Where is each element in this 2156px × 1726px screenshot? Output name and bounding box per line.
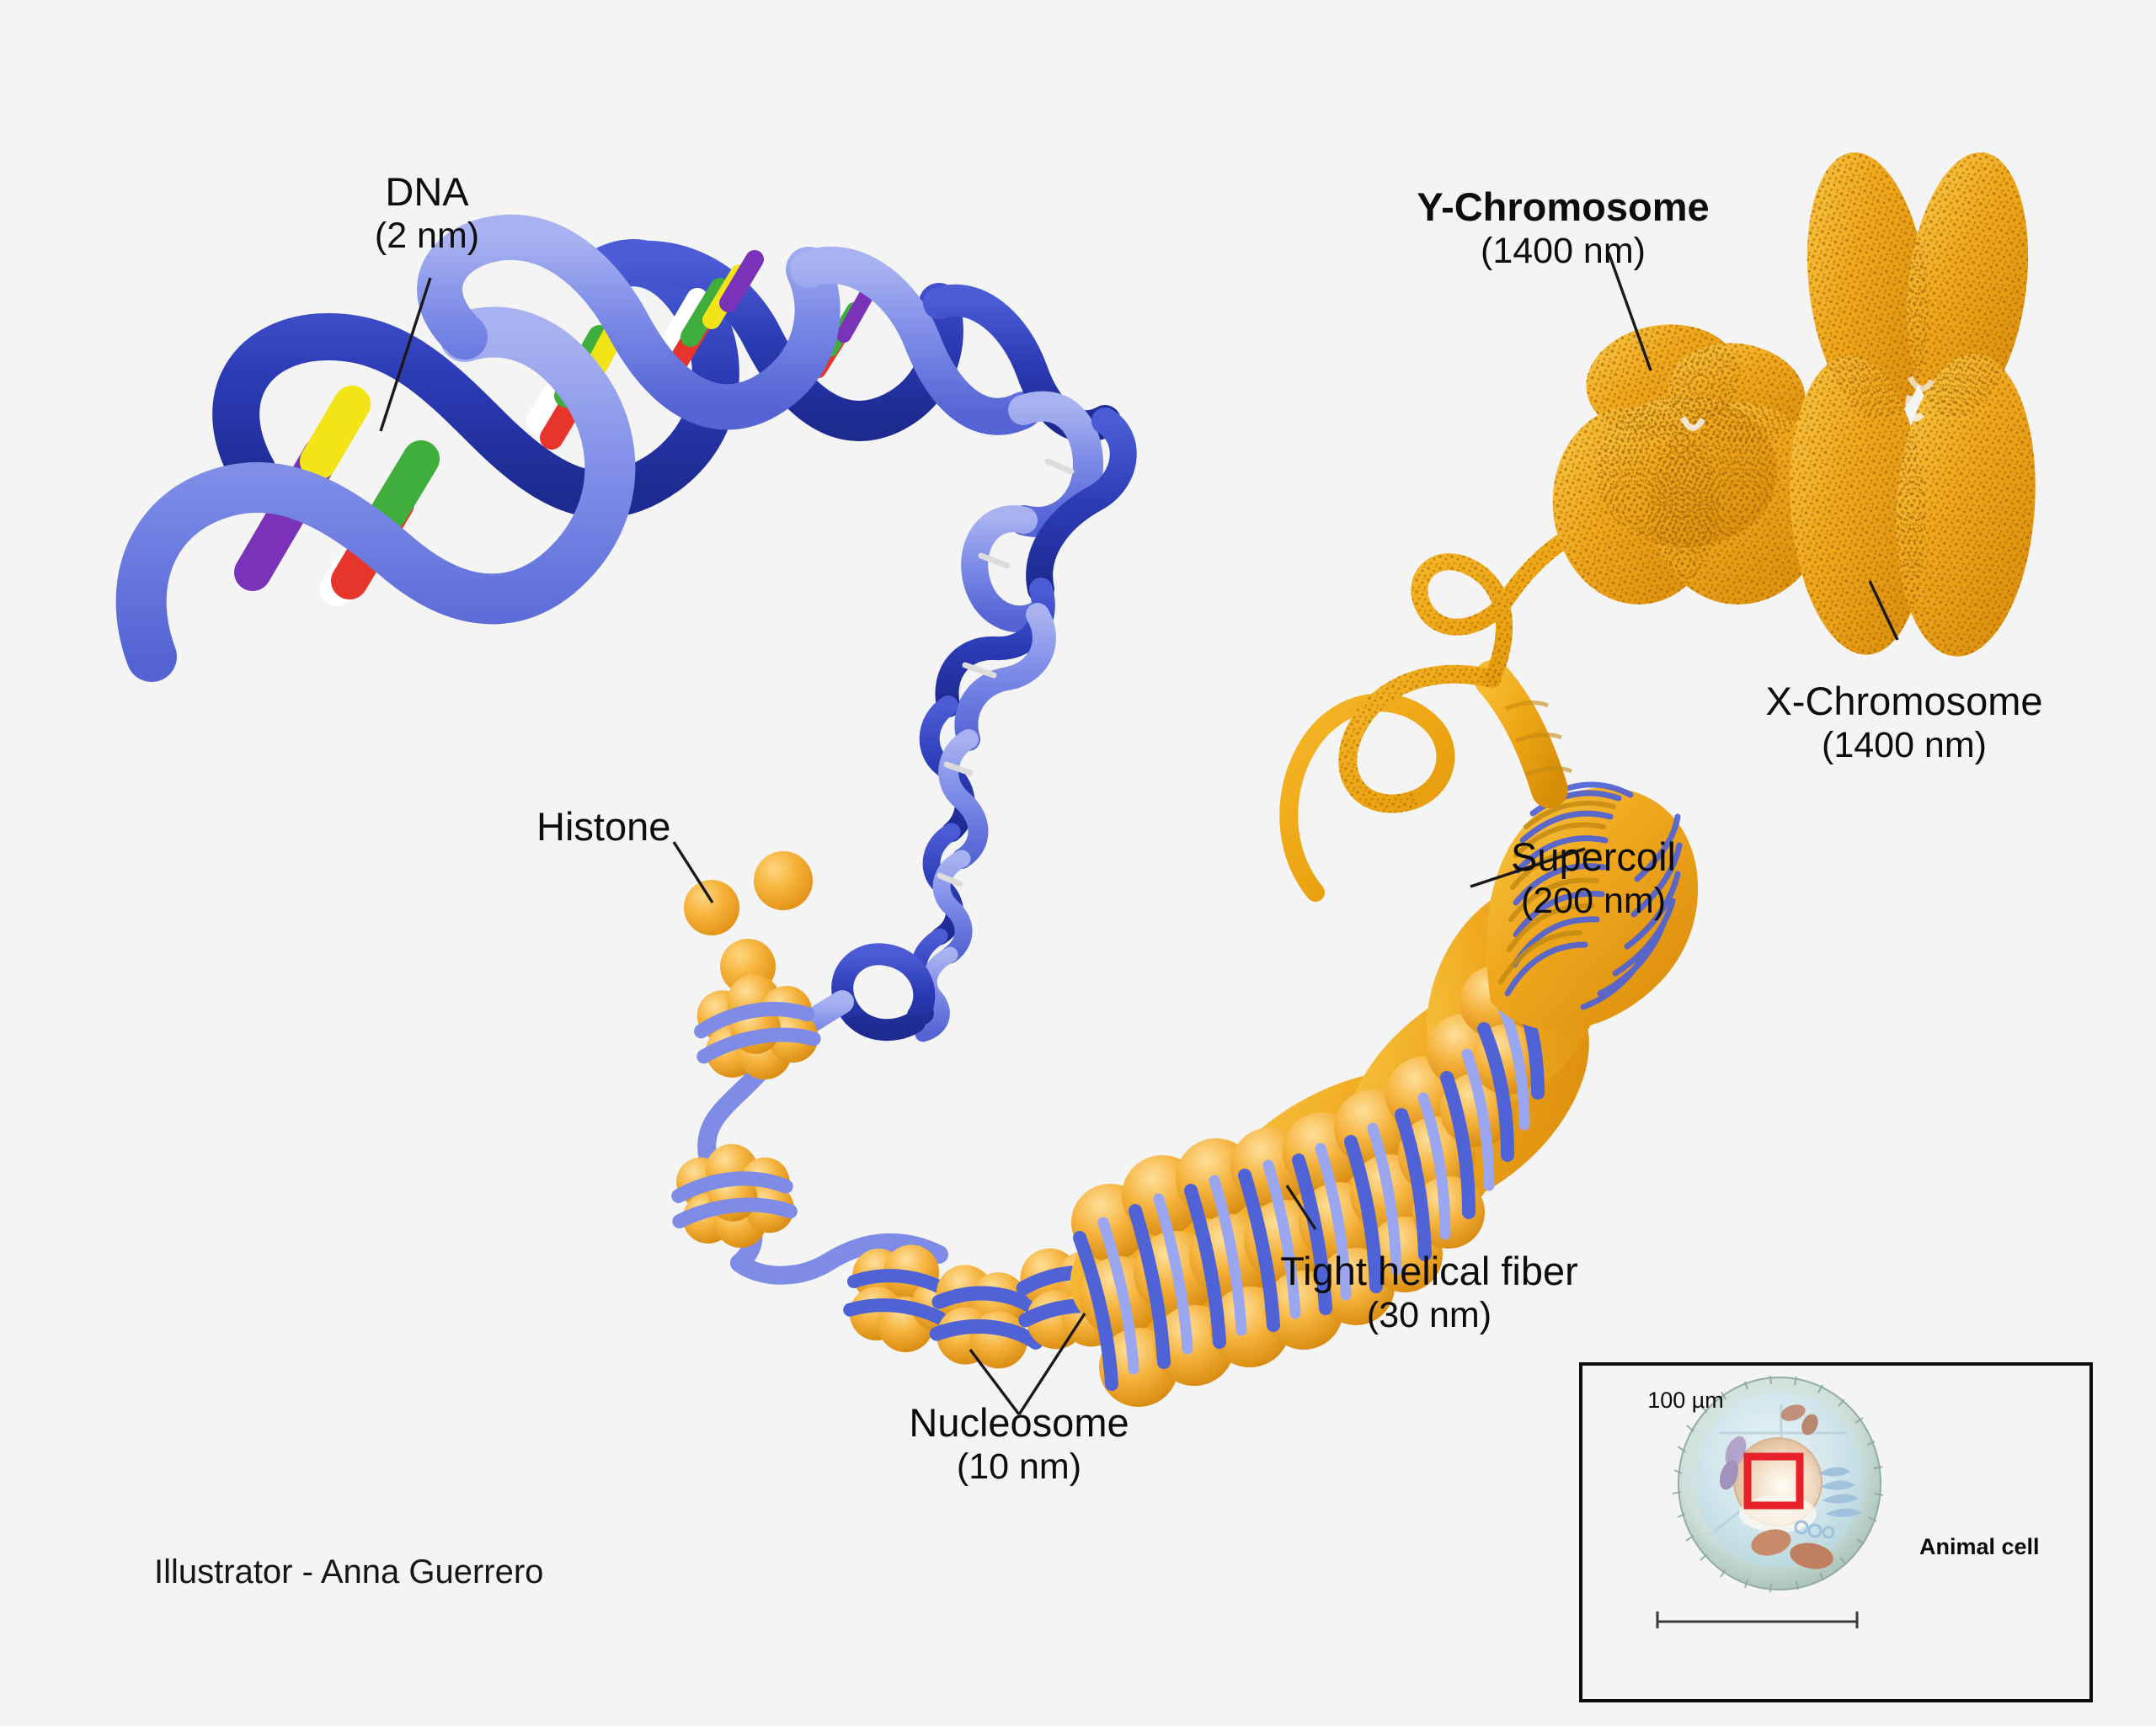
- tight-helical-fiber-illustration: [1070, 882, 1605, 1407]
- label-nucleosome-sub: (10 nm): [956, 1446, 1082, 1488]
- y-chromosome-illustration: [1552, 324, 1830, 605]
- label-dna-sub: (2 nm): [374, 216, 480, 257]
- scale-bar-label: 100 µm: [1647, 1388, 1724, 1413]
- chromatin-loop-strand: [1279, 447, 1682, 902]
- label-xchromosome-title: X-Chromosome: [1765, 679, 2043, 723]
- label-dna-title: DNA: [385, 169, 469, 214]
- label-supercoil-sub: (200 nm): [1520, 881, 1667, 922]
- animal-cell-caption: Animal cell: [1919, 1534, 2040, 1559]
- label-histone: Histone: [536, 803, 670, 850]
- leader-dna: [379, 277, 432, 432]
- x-chromosome-illustration: [1790, 152, 2036, 657]
- animal-cell-inset-panel: Animal cell 100 µm: [1579, 1362, 2093, 1702]
- scale-bar: [1656, 1611, 1859, 1628]
- leader-nucleosome-right: [1017, 1313, 1086, 1415]
- leader-supercoil: [1470, 847, 1586, 888]
- leader-nucleosome-left: [969, 1348, 1021, 1416]
- label-xchromosome-sub: (1400 nm): [1822, 725, 1987, 766]
- dna-double-helix-illustration: [115, 214, 1137, 1071]
- leader-lines: [379, 252, 1899, 1416]
- supercoil-illustration: [1474, 660, 1699, 1031]
- label-supercoil: Supercoil (200 nm): [1480, 834, 1707, 923]
- label-fiber-title: Tight helical fiber: [1280, 1249, 1578, 1293]
- label-supercoil-title: Supercoil: [1511, 834, 1676, 879]
- label-nucleosome: Nucleosome (10 nm): [876, 1399, 1162, 1489]
- illustrator-credit: Illustrator - Anna Guerrero: [154, 1553, 544, 1590]
- label-y-chromosome: Y-Chromosome (1400 nm): [1390, 184, 1736, 273]
- label-nucleosome-title: Nucleosome: [909, 1400, 1129, 1445]
- leader-ychromosome: [1607, 252, 1652, 371]
- animal-cell-diagram: [1672, 1375, 1884, 1593]
- label-dna: DNA (2 nm): [330, 168, 524, 258]
- free-histone-spheres: [684, 851, 813, 994]
- leader-fiber: [1285, 1185, 1317, 1230]
- nucleus-highlight-box: [1743, 1452, 1804, 1510]
- label-x-chromosome: X-Chromosome (1400 nm): [1740, 678, 2068, 767]
- label-ychromosome-title: Y-Chromosome: [1417, 184, 1710, 229]
- label-histone-title: Histone: [536, 804, 671, 849]
- leader-xchromosome: [1868, 580, 1899, 641]
- leader-histone: [672, 841, 714, 903]
- label-tight-helical-fiber: Tight helical fiber (30 nm): [1252, 1248, 1606, 1337]
- label-ychromosome-sub: (1400 nm): [1481, 231, 1646, 272]
- label-fiber-sub: (30 nm): [1366, 1295, 1492, 1336]
- nucleosome-chain: [671, 974, 1227, 1369]
